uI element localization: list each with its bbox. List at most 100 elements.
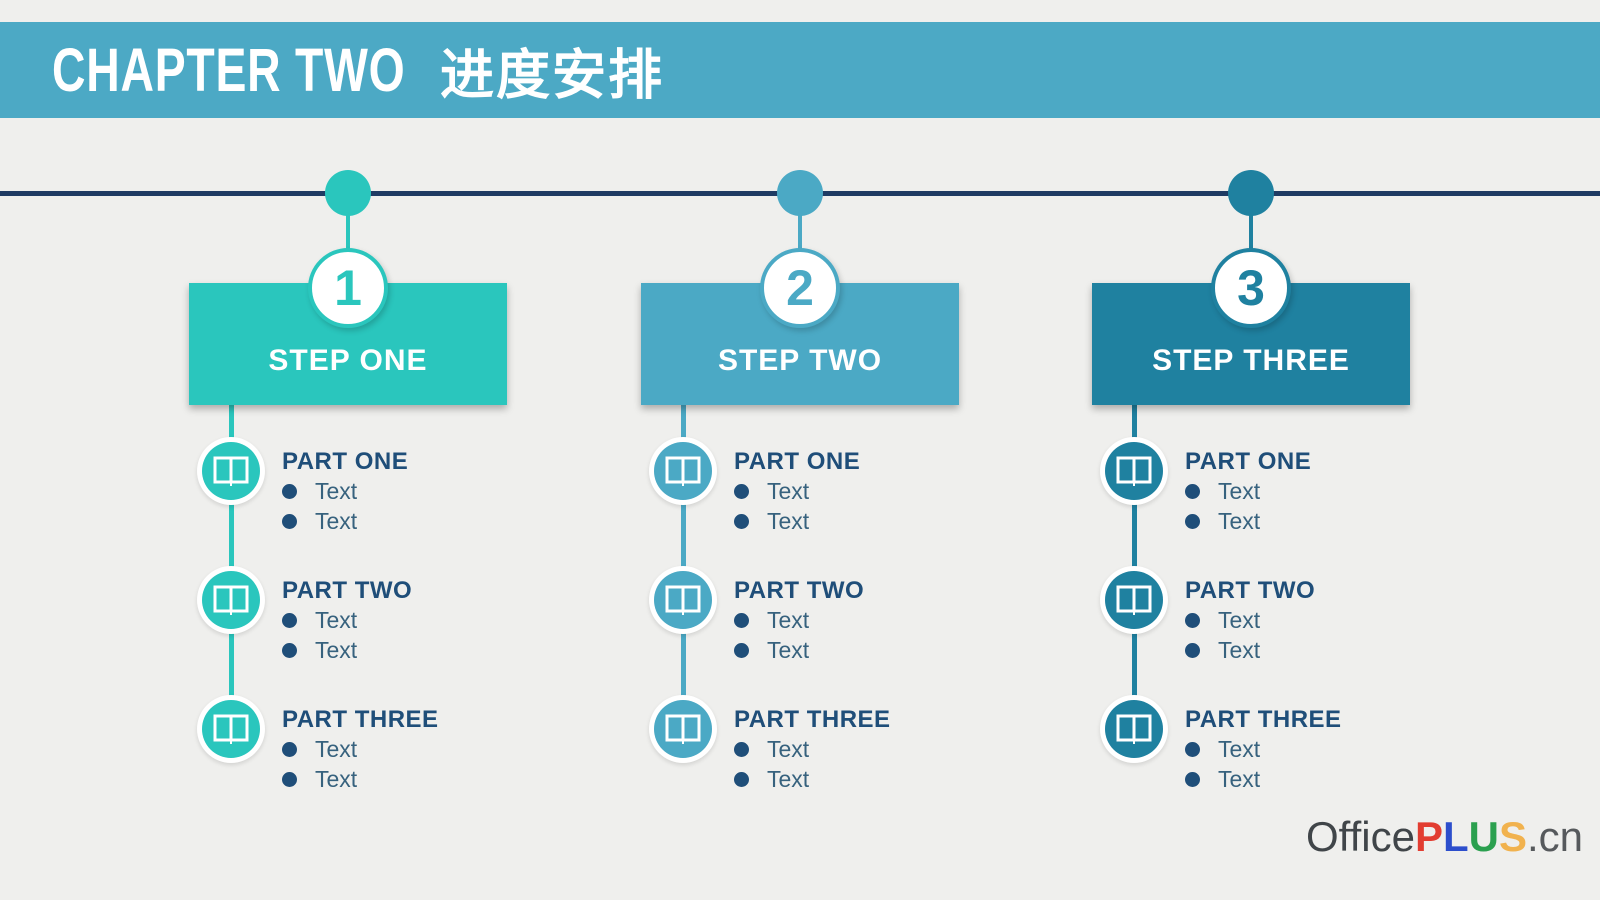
list-item: Text: [734, 506, 860, 536]
part-row: PART TWO Text Text: [1086, 566, 1416, 688]
book-icon-circle: [654, 571, 712, 629]
bullet-icon: [282, 642, 297, 658]
list-item: Text: [1185, 734, 1342, 764]
bullet-icon: [1185, 483, 1200, 499]
logo-domain-text: .cn: [1526, 813, 1583, 860]
bullet-text: Text: [315, 477, 358, 504]
part-row: PART ONE Text Text: [183, 437, 513, 559]
bullet-text: Text: [1218, 477, 1261, 504]
list-item: Text: [734, 764, 891, 794]
part-row: PART THREE Text Text: [183, 695, 513, 817]
step-number-badge: 3: [1211, 248, 1291, 328]
part-bullet-list: Text Text: [1185, 476, 1311, 536]
logo-p-letter: P: [1414, 813, 1443, 860]
bullet-text: Text: [1218, 606, 1261, 633]
part-title: PART TWO: [734, 577, 865, 604]
bullet-icon: [1185, 513, 1200, 529]
bullet-icon: [734, 483, 749, 499]
header-banner: CHAPTER TWO 进度安排: [0, 22, 1600, 118]
step-number-badge: 2: [760, 248, 840, 328]
list-item: Text: [282, 764, 439, 794]
part-bullet-list: Text Text: [1185, 734, 1342, 794]
book-icon-circle: [1105, 700, 1163, 758]
part-content: PART THREE Text Text: [1185, 706, 1342, 794]
part-bullet-list: Text Text: [1185, 605, 1315, 665]
book-icon: [1100, 566, 1168, 634]
step-number: 1: [334, 260, 362, 316]
bullet-text: Text: [767, 765, 810, 792]
step-column-three: STEP THREE 3 PART ONE Text Text: [1086, 0, 1416, 900]
bullet-text: Text: [1218, 735, 1261, 762]
list-item: Text: [734, 476, 860, 506]
book-icon: [649, 437, 717, 505]
dot-connector-line: [798, 205, 802, 253]
bullet-text: Text: [315, 636, 358, 663]
part-title: PART TWO: [282, 577, 413, 604]
slide-title-english: CHAPTER TWO: [52, 36, 406, 104]
book-icon-circle: [202, 700, 260, 758]
part-row: PART TWO Text Text: [183, 566, 513, 688]
bullet-text: Text: [315, 765, 358, 792]
step-number-badge: 1: [308, 248, 388, 328]
list-item: Text: [1185, 764, 1342, 794]
bullet-icon: [734, 612, 749, 628]
part-row: PART ONE Text Text: [1086, 437, 1416, 559]
part-row: PART THREE Text Text: [635, 695, 965, 817]
step-label: STEP ONE: [268, 344, 428, 377]
bullet-text: Text: [767, 606, 810, 633]
part-bullet-list: Text Text: [282, 605, 412, 665]
book-icon: [197, 695, 265, 763]
bullet-text: Text: [767, 735, 810, 762]
slide-title-chinese: 进度安排: [440, 45, 664, 106]
step-label: STEP THREE: [1152, 344, 1350, 377]
book-icon: [197, 566, 265, 634]
book-icon-circle: [202, 571, 260, 629]
logo-u-letter: U: [1468, 813, 1499, 860]
book-icon: [197, 437, 265, 505]
book-icon-circle: [1105, 442, 1163, 500]
bullet-icon: [734, 741, 749, 757]
part-content: PART ONE Text Text: [1185, 448, 1311, 536]
part-title: PART THREE: [734, 706, 891, 733]
bullet-icon: [282, 741, 297, 757]
bullet-icon: [282, 513, 297, 529]
book-icon: [649, 566, 717, 634]
part-content: PART TWO Text Text: [1185, 577, 1315, 665]
bullet-text: Text: [767, 507, 810, 534]
bullet-text: Text: [1218, 636, 1261, 663]
bullet-text: Text: [315, 507, 358, 534]
step-number: 2: [786, 260, 814, 316]
bullet-icon: [282, 612, 297, 628]
list-item: Text: [734, 605, 864, 635]
list-item: Text: [282, 635, 412, 665]
book-icon-circle: [654, 442, 712, 500]
list-item: Text: [282, 506, 408, 536]
bullet-icon: [1185, 741, 1200, 757]
bullet-text: Text: [767, 477, 810, 504]
part-row: PART THREE Text Text: [1086, 695, 1416, 817]
bullet-text: Text: [1218, 765, 1261, 792]
part-title: PART ONE: [282, 448, 409, 475]
bullet-icon: [734, 771, 749, 787]
bullet-text: Text: [315, 606, 358, 633]
book-icon-circle: [654, 700, 712, 758]
bullet-text: Text: [315, 735, 358, 762]
list-item: Text: [734, 635, 864, 665]
officeplus-logo: OfficePLUS.cn: [1306, 813, 1583, 861]
list-item: Text: [282, 476, 408, 506]
list-item: Text: [1185, 476, 1311, 506]
part-content: PART THREE Text Text: [282, 706, 439, 794]
part-bullet-list: Text Text: [734, 605, 864, 665]
part-row: PART ONE Text Text: [635, 437, 965, 559]
part-content: PART TWO Text Text: [734, 577, 864, 665]
part-bullet-list: Text Text: [282, 734, 439, 794]
part-title: PART ONE: [1185, 448, 1312, 475]
step-column-one: STEP ONE 1 PART ONE Text Text: [183, 0, 513, 900]
part-title: PART ONE: [734, 448, 861, 475]
list-item: Text: [1185, 506, 1311, 536]
step-number: 3: [1237, 260, 1265, 316]
list-item: Text: [1185, 635, 1315, 665]
bullet-icon: [734, 642, 749, 658]
bullet-icon: [1185, 612, 1200, 628]
